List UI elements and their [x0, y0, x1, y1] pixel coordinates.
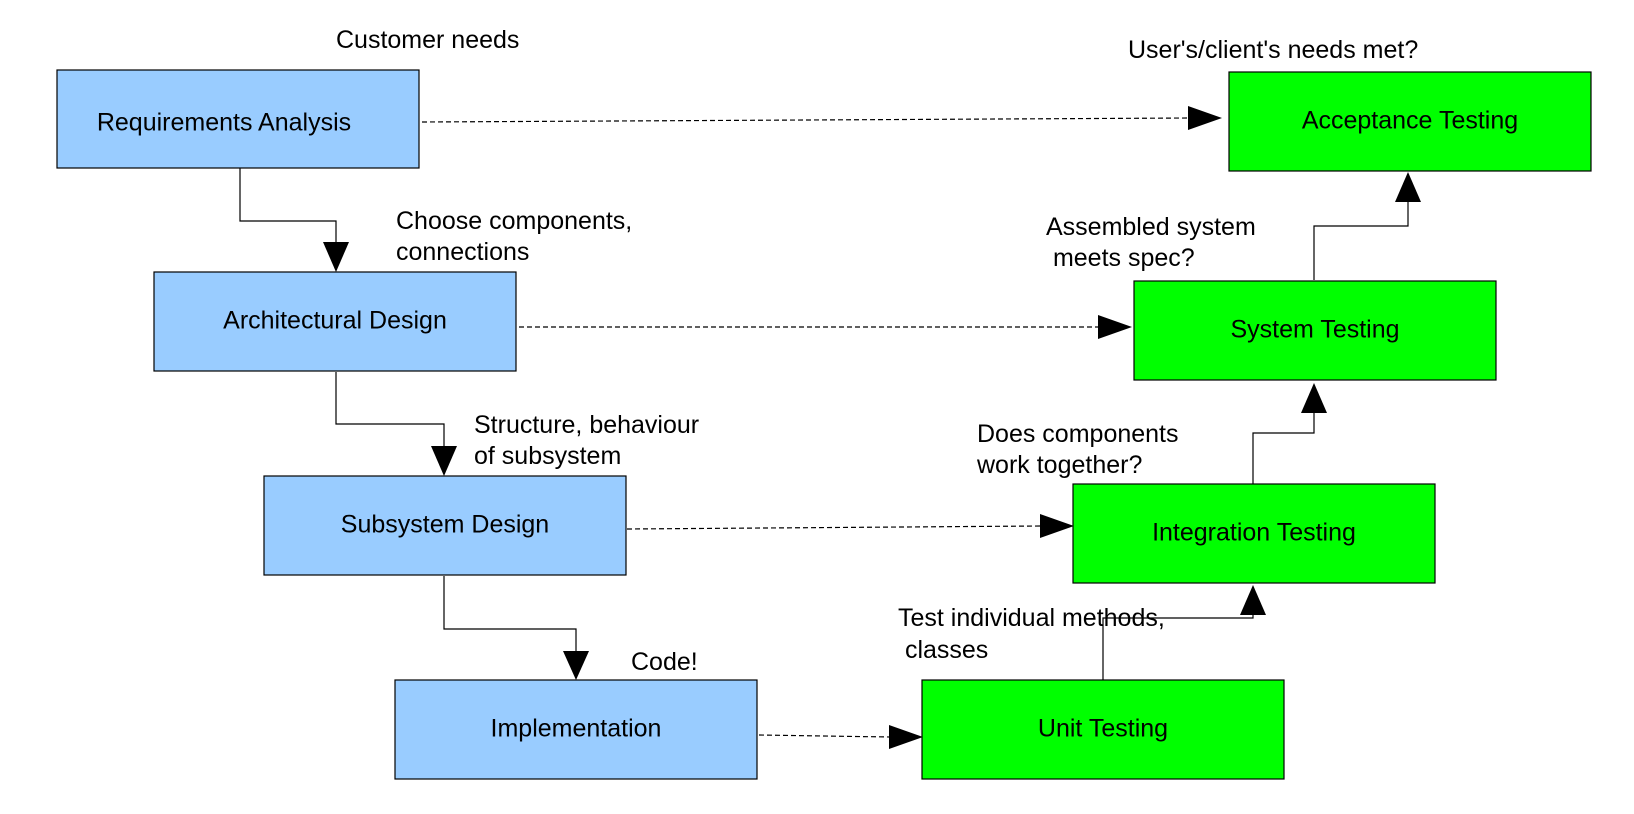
system-testing-box: System Testing	[1133, 280, 1497, 381]
note-test-individual-line2: classes	[898, 636, 988, 664]
integration-testing-box: Integration Testing	[1072, 483, 1436, 584]
note-code: Code!	[631, 648, 698, 676]
acceptance-testing-box: Acceptance Testing	[1228, 71, 1592, 172]
note-components-together-line2: work together?	[976, 451, 1142, 479]
design-flow-connectors	[239, 168, 589, 680]
note-assembled-system-line1: Assembled system	[1046, 213, 1256, 241]
link-subsystem-to-integration	[626, 525, 1042, 530]
note-structure-behaviour-line2: of subsystem	[474, 442, 621, 470]
requirements-analysis-box: Requirements Analysis	[56, 69, 420, 169]
testing-phase: Unit Testing Integration Testing System …	[921, 71, 1592, 780]
link-implementation-to-unit	[758, 734, 891, 738]
arrowhead-up-icon	[1240, 585, 1266, 615]
connector-requirements-to-architectural	[239, 168, 337, 242]
system-testing-label: System Testing	[1230, 316, 1399, 344]
acceptance-testing-label: Acceptance Testing	[1302, 107, 1518, 135]
connector-subsystem-to-implementation	[443, 576, 577, 651]
design-phase: Requirements Analysis Architectural Desi…	[56, 69, 758, 780]
subsystem-design-label: Subsystem Design	[341, 511, 549, 539]
testing-flow-connectors	[1102, 172, 1421, 680]
arrowhead-right-icon	[1098, 315, 1132, 339]
note-choose-components-line2: connections	[396, 238, 529, 266]
connector-architectural-to-subsystem	[335, 372, 445, 446]
link-requirements-to-acceptance	[421, 117, 1191, 123]
arrowhead-down-icon	[323, 242, 349, 272]
connector-system-to-acceptance	[1313, 202, 1409, 280]
integration-testing-label: Integration Testing	[1152, 519, 1356, 547]
note-client-needs-met: User's/client's needs met?	[1128, 36, 1418, 64]
connector-integration-to-system	[1252, 413, 1315, 484]
arrowhead-up-icon	[1301, 383, 1327, 413]
note-assembled-system-line2: meets spec?	[1046, 244, 1195, 272]
annotations: Customer needs Choose components, connec…	[336, 26, 1418, 676]
requirements-analysis-label: Requirements Analysis	[97, 109, 351, 137]
architectural-design-box: Architectural Design	[153, 271, 517, 372]
verification-links	[421, 106, 1222, 749]
arrowhead-right-icon	[1040, 514, 1074, 538]
note-components-together-line1: Does components	[977, 420, 1179, 448]
implementation-box: Implementation	[394, 679, 758, 780]
connector-unit-to-integration	[1102, 615, 1254, 680]
subsystem-design-box: Subsystem Design	[263, 475, 627, 576]
implementation-label: Implementation	[491, 715, 662, 743]
note-structure-behaviour-line1: Structure, behaviour	[474, 411, 699, 439]
note-choose-components-line1: Choose components,	[396, 207, 632, 235]
arrowhead-right-icon	[1188, 106, 1222, 130]
unit-testing-label: Unit Testing	[1038, 715, 1168, 743]
arrowhead-down-icon	[431, 446, 457, 476]
arrowhead-right-icon	[889, 725, 923, 749]
arrowhead-down-icon	[563, 651, 589, 680]
unit-testing-box: Unit Testing	[921, 679, 1285, 780]
note-customer-needs: Customer needs	[336, 26, 519, 54]
architectural-design-label: Architectural Design	[223, 307, 447, 335]
note-test-individual-line1: Test individual methods,	[898, 604, 1165, 632]
arrowhead-up-icon	[1395, 172, 1421, 202]
